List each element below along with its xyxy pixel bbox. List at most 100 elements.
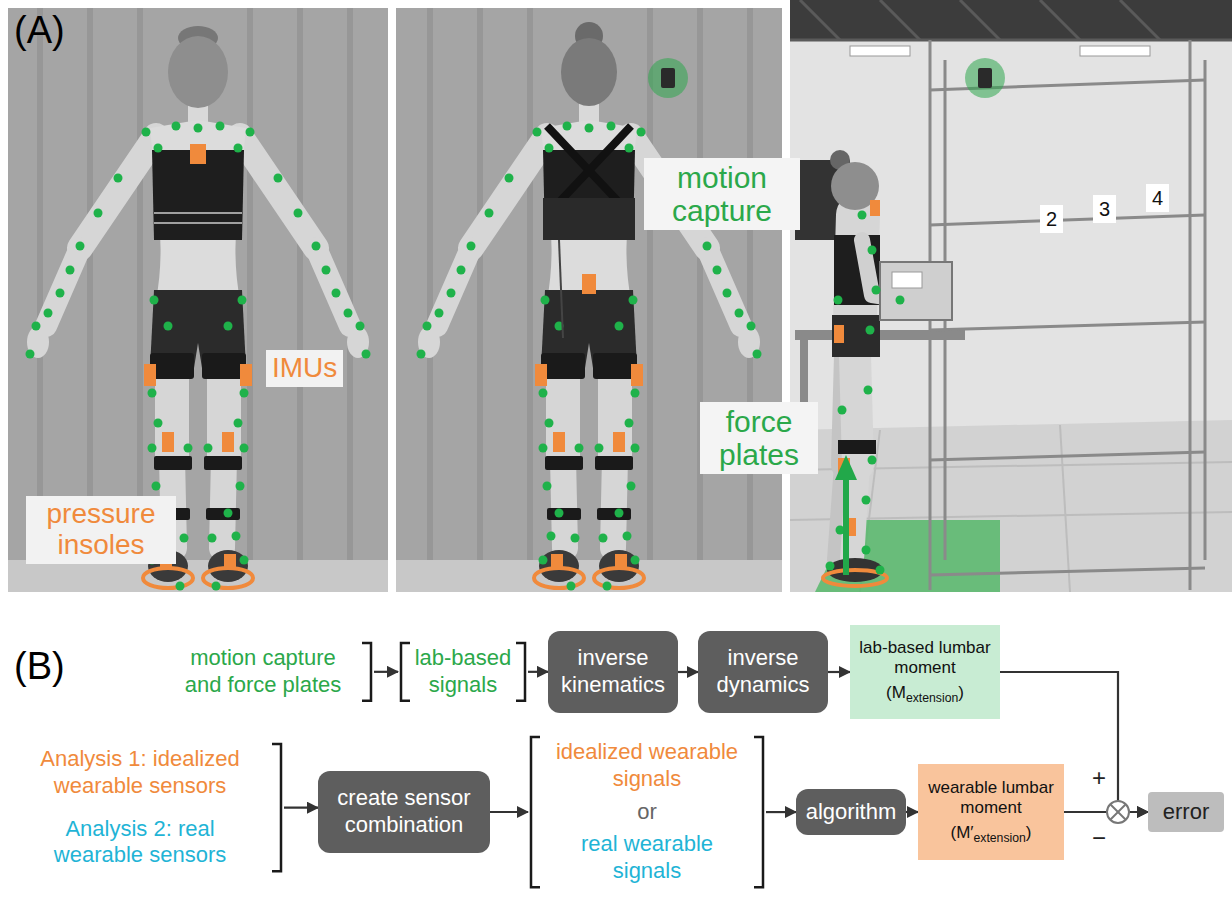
flow-arrow	[528, 671, 548, 673]
lab-photo-panel	[790, 420, 1232, 592]
moment-symbol: (Mextension)	[886, 683, 964, 706]
front-photo-panel	[37, 8, 43, 560]
side-subject-figure	[834, 325, 844, 343]
back-photo-panel	[747, 8, 753, 560]
side-subject-figure	[862, 546, 871, 555]
box-text: algorithm	[806, 799, 896, 826]
panel-letter: (A)	[14, 10, 65, 52]
box-text: create sensor combination	[326, 785, 482, 839]
lab-photo-panel	[930, 40, 1205, 590]
side-subject-figure	[870, 200, 880, 216]
side-subject-figure	[876, 566, 885, 575]
side-subject-figure	[892, 272, 922, 288]
front-photo-panel	[347, 8, 353, 560]
lab-photo-panel	[930, 215, 1205, 225]
symbol-text: )	[1026, 823, 1032, 842]
moment-symbol: (M′extension)	[950, 823, 1031, 846]
front-photo-panel	[26, 96, 371, 591]
front-photo-panel	[87, 8, 93, 560]
front-photo-panel	[190, 144, 206, 164]
flow-arrow	[828, 671, 850, 673]
back-photo-panel	[697, 8, 703, 560]
lab-photo-panel	[648, 58, 1005, 98]
symbol-text: (M	[886, 683, 906, 702]
side-subject-figure	[832, 315, 880, 357]
source-bracket: motion capture and force plates	[170, 641, 374, 703]
summing-junction	[1111, 805, 1126, 820]
lab-photo-panel	[1189, 40, 1192, 590]
flow-arrow	[490, 811, 528, 813]
back-photo-panel	[647, 8, 653, 560]
side-subject-figure	[835, 455, 857, 480]
bracket-outline	[362, 643, 371, 701]
shelf-number: 2	[1040, 205, 1063, 233]
flow-arrow	[284, 807, 318, 809]
signal-bracket: lab-based signals	[398, 641, 528, 703]
front-photo-panel	[8, 8, 388, 592]
sign-label: −	[1090, 826, 1108, 850]
lab-photo-panel	[960, 0, 1000, 40]
lab-photo-panel	[1080, 46, 1150, 56]
back-photo-panel	[396, 8, 782, 592]
lab-photo-panel	[930, 568, 1205, 575]
box-text: lab-based signals	[414, 645, 512, 699]
sensor-label: pressure insoles	[26, 496, 176, 564]
box-text: error	[1163, 799, 1209, 826]
side-subject-figure	[826, 562, 835, 571]
symbol-text: )	[958, 683, 964, 702]
back-photo-panel	[396, 8, 782, 592]
side-subject-figure	[843, 476, 849, 575]
box-text: Analysis 2: real wearable sensors	[18, 816, 262, 870]
bracket-outline	[401, 643, 525, 701]
side-subject-figure	[868, 246, 877, 255]
lab-photo-panel	[790, 0, 1232, 40]
box-text: wearable lumbar moment	[926, 778, 1056, 819]
equipment-label: motion capture	[644, 158, 800, 230]
summing-junction	[1107, 801, 1129, 823]
panel-letter: (B)	[14, 646, 65, 688]
side-subject-figure	[868, 456, 877, 465]
lab-photo-panel	[648, 0, 1232, 592]
front-photo-panel	[247, 8, 253, 560]
process-box: inverse kinematics	[548, 631, 678, 713]
side-subject-figure	[838, 406, 847, 415]
box-text: inverse dynamics	[706, 645, 820, 699]
lab-photo-panel	[790, 0, 1232, 40]
front-photo-panel	[137, 8, 143, 560]
side-subject-figure	[880, 262, 952, 320]
process-box: inverse dynamics	[698, 631, 828, 713]
flow-arrow	[906, 811, 918, 813]
lab-photo-panel	[1060, 425, 1070, 592]
side-subject-figure	[834, 296, 843, 305]
back-photo-panel	[396, 560, 782, 592]
side-subject-figure	[838, 440, 876, 454]
flow-arrow	[766, 811, 796, 813]
equipment-label: force plates	[700, 402, 818, 474]
box-text: inverse kinematics	[556, 645, 670, 699]
flow-arrow	[678, 671, 698, 673]
result-box: error	[1148, 792, 1224, 832]
back-photo-panel	[430, 8, 750, 560]
front-photo-panel	[26, 26, 371, 591]
side-subject-figure	[826, 211, 905, 575]
back-photo-panel	[561, 38, 617, 106]
side-subject-figure	[866, 326, 875, 335]
lab-photo-panel	[930, 322, 1205, 330]
subscript-text: extension	[973, 831, 1025, 845]
side-subject-figure	[862, 496, 871, 505]
front-photo-panel	[8, 8, 388, 592]
back-photo-panel	[427, 8, 433, 560]
lab-photo-panel	[880, 0, 920, 40]
back-photo-panel	[527, 8, 533, 560]
bracket-outline	[272, 744, 281, 871]
summing-junction	[1107, 801, 1129, 823]
box-text: idealized wearable signals	[544, 739, 750, 793]
shelf-number: 3	[1093, 195, 1116, 223]
back-photo-panel	[582, 274, 596, 294]
back-photo-panel	[417, 22, 762, 591]
box-text: Analysis 1: idealized wearable sensors	[18, 746, 262, 800]
subscript-text: extension	[906, 691, 958, 705]
shelf-number: 4	[1146, 184, 1169, 212]
lab-photo-panel	[978, 68, 992, 88]
